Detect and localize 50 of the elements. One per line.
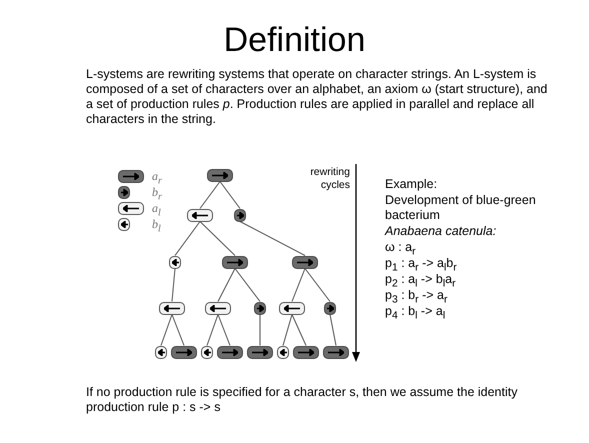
connector-line (200, 221, 236, 256)
cell-capsule (279, 302, 305, 314)
connector-line (160, 314, 172, 346)
cell-capsule (155, 346, 167, 358)
connector-line (234, 268, 260, 302)
legend-label: a$_{l}$ (152, 201, 161, 218)
cell-capsule (207, 168, 233, 182)
paragraph: L-systems are rewriting systems that operate on character strings. An L-system is composed of a set of characters over an alphabet, an axiom ω (start structure), and a set of production rules p. Production rules are applied in parallel and replace all characters in the string. (86, 67, 548, 127)
cell-capsule (292, 256, 318, 268)
cell-capsule (201, 346, 213, 358)
cell-capsule (277, 346, 289, 358)
rule-text: p$_{3}$ : b$_{r}$ -> a$_{r}$ (385, 288, 448, 306)
legend-label: b$_{l}$ (152, 217, 161, 234)
species-name: Anabaena catenula: (385, 224, 498, 239)
cell-capsule (234, 208, 246, 222)
cell-capsule (222, 256, 248, 268)
connector-line (240, 221, 306, 256)
connector-line (330, 314, 336, 346)
cell-capsule (187, 208, 213, 222)
connector-line (206, 314, 218, 346)
connector-line (218, 314, 230, 346)
connector-line (200, 181, 220, 209)
axis-label: rewriting cycles (309, 166, 350, 192)
cell-capsule (169, 256, 181, 268)
cell-capsule (323, 346, 349, 358)
legend-label: a$_{r}$ (152, 169, 162, 186)
connector-line (218, 268, 236, 302)
slide-title: Definition (222, 20, 366, 60)
legend-label: b$_{r}$ (152, 185, 162, 202)
connector-line (282, 314, 292, 346)
connector-line (174, 221, 200, 256)
connector-line (172, 314, 184, 346)
cell-capsule (159, 302, 185, 314)
cell-capsule (254, 302, 266, 314)
cell-capsule (247, 346, 273, 358)
caption: Development of blue-green bacterium (385, 193, 537, 223)
cell-capsule (324, 302, 336, 314)
rule-text: p$_{2}$ : a$_{l}$ -> b$_{l}$a$_{r}$ (385, 272, 457, 290)
connector-line (172, 268, 176, 302)
heading: Example: (385, 177, 438, 192)
connector-line (292, 314, 306, 346)
rule-text: p$_{4}$ : b$_{l}$ -> a$_{l}$ (385, 304, 446, 324)
connector-line (304, 268, 330, 302)
note-text: If no production rule is specified for a character s, then we assume the identity production rule p : s -> s (86, 385, 518, 415)
connector-line (220, 181, 240, 209)
cell-capsule (205, 302, 231, 314)
cell-capsule (293, 346, 319, 358)
cell-capsule (171, 346, 197, 358)
connector-line (292, 268, 306, 302)
cell-capsule (217, 346, 243, 358)
